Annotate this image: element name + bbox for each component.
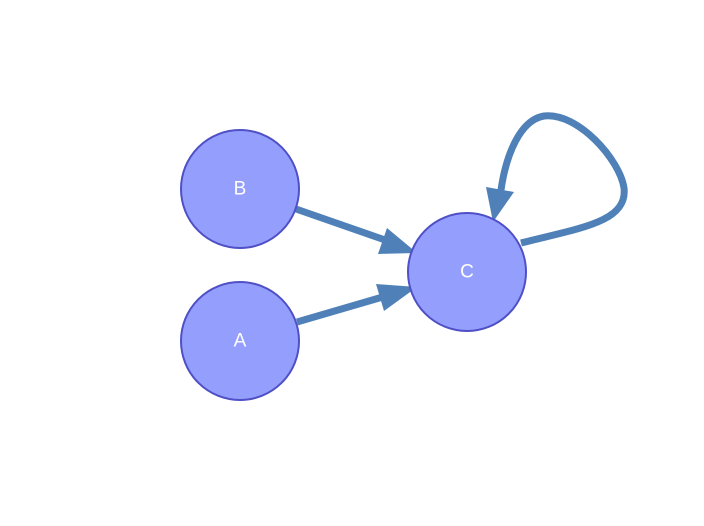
edge-a-to-c-arrowhead bbox=[376, 284, 417, 311]
node-a-label: A bbox=[234, 331, 247, 352]
node-b-label: B bbox=[234, 179, 247, 200]
edges-layer bbox=[294, 112, 628, 326]
node-a-circle bbox=[180, 281, 300, 401]
edge-a-to-c-line bbox=[296, 292, 387, 326]
edge-c-to-c-arrowhead bbox=[486, 187, 514, 222]
node-c[interactable]: C bbox=[407, 212, 527, 332]
edge-a-to-c bbox=[296, 284, 417, 326]
edge-b-to-c-line bbox=[294, 205, 390, 245]
node-c-label: C bbox=[460, 262, 474, 283]
node-b-circle bbox=[180, 129, 300, 249]
edge-c-to-c bbox=[486, 112, 628, 247]
node-b[interactable]: B bbox=[180, 129, 300, 249]
edge-b-to-c-arrowhead bbox=[378, 228, 417, 254]
nodes-layer: B A C bbox=[180, 129, 527, 401]
node-a[interactable]: A bbox=[180, 281, 300, 401]
node-c-circle bbox=[407, 212, 527, 332]
edge-b-to-c bbox=[294, 205, 417, 254]
edge-c-to-c-line bbox=[497, 112, 628, 247]
